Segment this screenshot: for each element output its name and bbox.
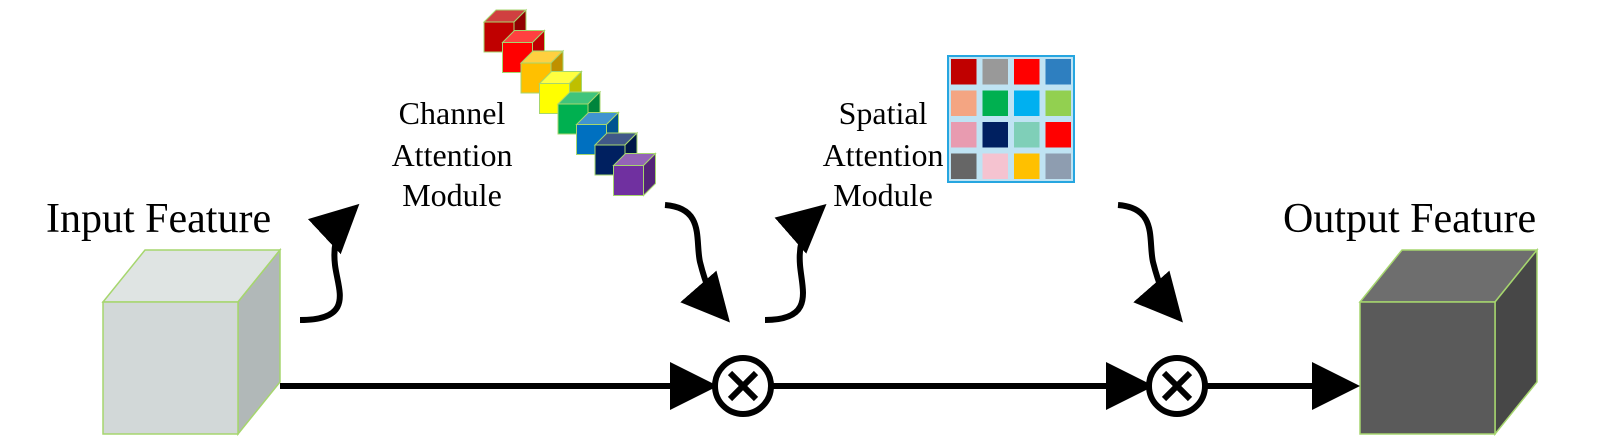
spatial-weight-cell [951,90,977,116]
curved-arrow-input-to-channel [299,203,360,323]
spatial-weight-cell [982,122,1008,148]
spatial-weight-cell [982,153,1008,179]
channel-weight-cube [612,152,657,197]
multiply-operator-1 [712,355,774,417]
spatial-weight-cell [951,59,977,85]
spatial-weight-cell [1014,153,1040,179]
spatial-attention-label-line3: Module [833,177,933,213]
output-cube-front [1359,301,1496,435]
channel-attention-label-line1: Channel [399,95,506,131]
spatial-weight-cell [1014,59,1040,85]
input-feature-label: Input Feature [46,196,271,242]
curved-arrow-spatial-to-multiply2 [1117,202,1183,323]
spatial-weight-cell [951,153,977,179]
channel-attention-label-line2: Attention [392,137,513,173]
spatial-weight-cell [982,59,1008,85]
multiply-operator-2 [1146,355,1208,417]
output-feature-cube [1358,247,1539,437]
spatial-weight-cell [1045,122,1071,148]
spatial-weight-cell [1045,153,1071,179]
spatial-weight-cell [982,90,1008,116]
spatial-attention-map [947,55,1075,183]
input-cube-front [102,301,239,435]
output-feature-label: Output Feature [1283,196,1536,242]
spatial-attention-label-line1: Spatial [839,95,928,131]
curved-arrow-multiply1-to-spatial [764,204,827,323]
curved-arrow-channel-to-multiply1 [664,202,730,323]
input-feature-cube [101,247,282,437]
spatial-weight-cell [1014,122,1040,148]
spatial-weight-cell [951,122,977,148]
channel-attention-label-line3: Module [402,177,502,213]
spatial-weight-cell [1014,90,1040,116]
channel-attention-vector [482,8,657,197]
spatial-weight-cell [1045,90,1071,116]
spatial-weight-cell [1045,59,1071,85]
spatial-attention-label-line2: Attention [823,137,944,173]
